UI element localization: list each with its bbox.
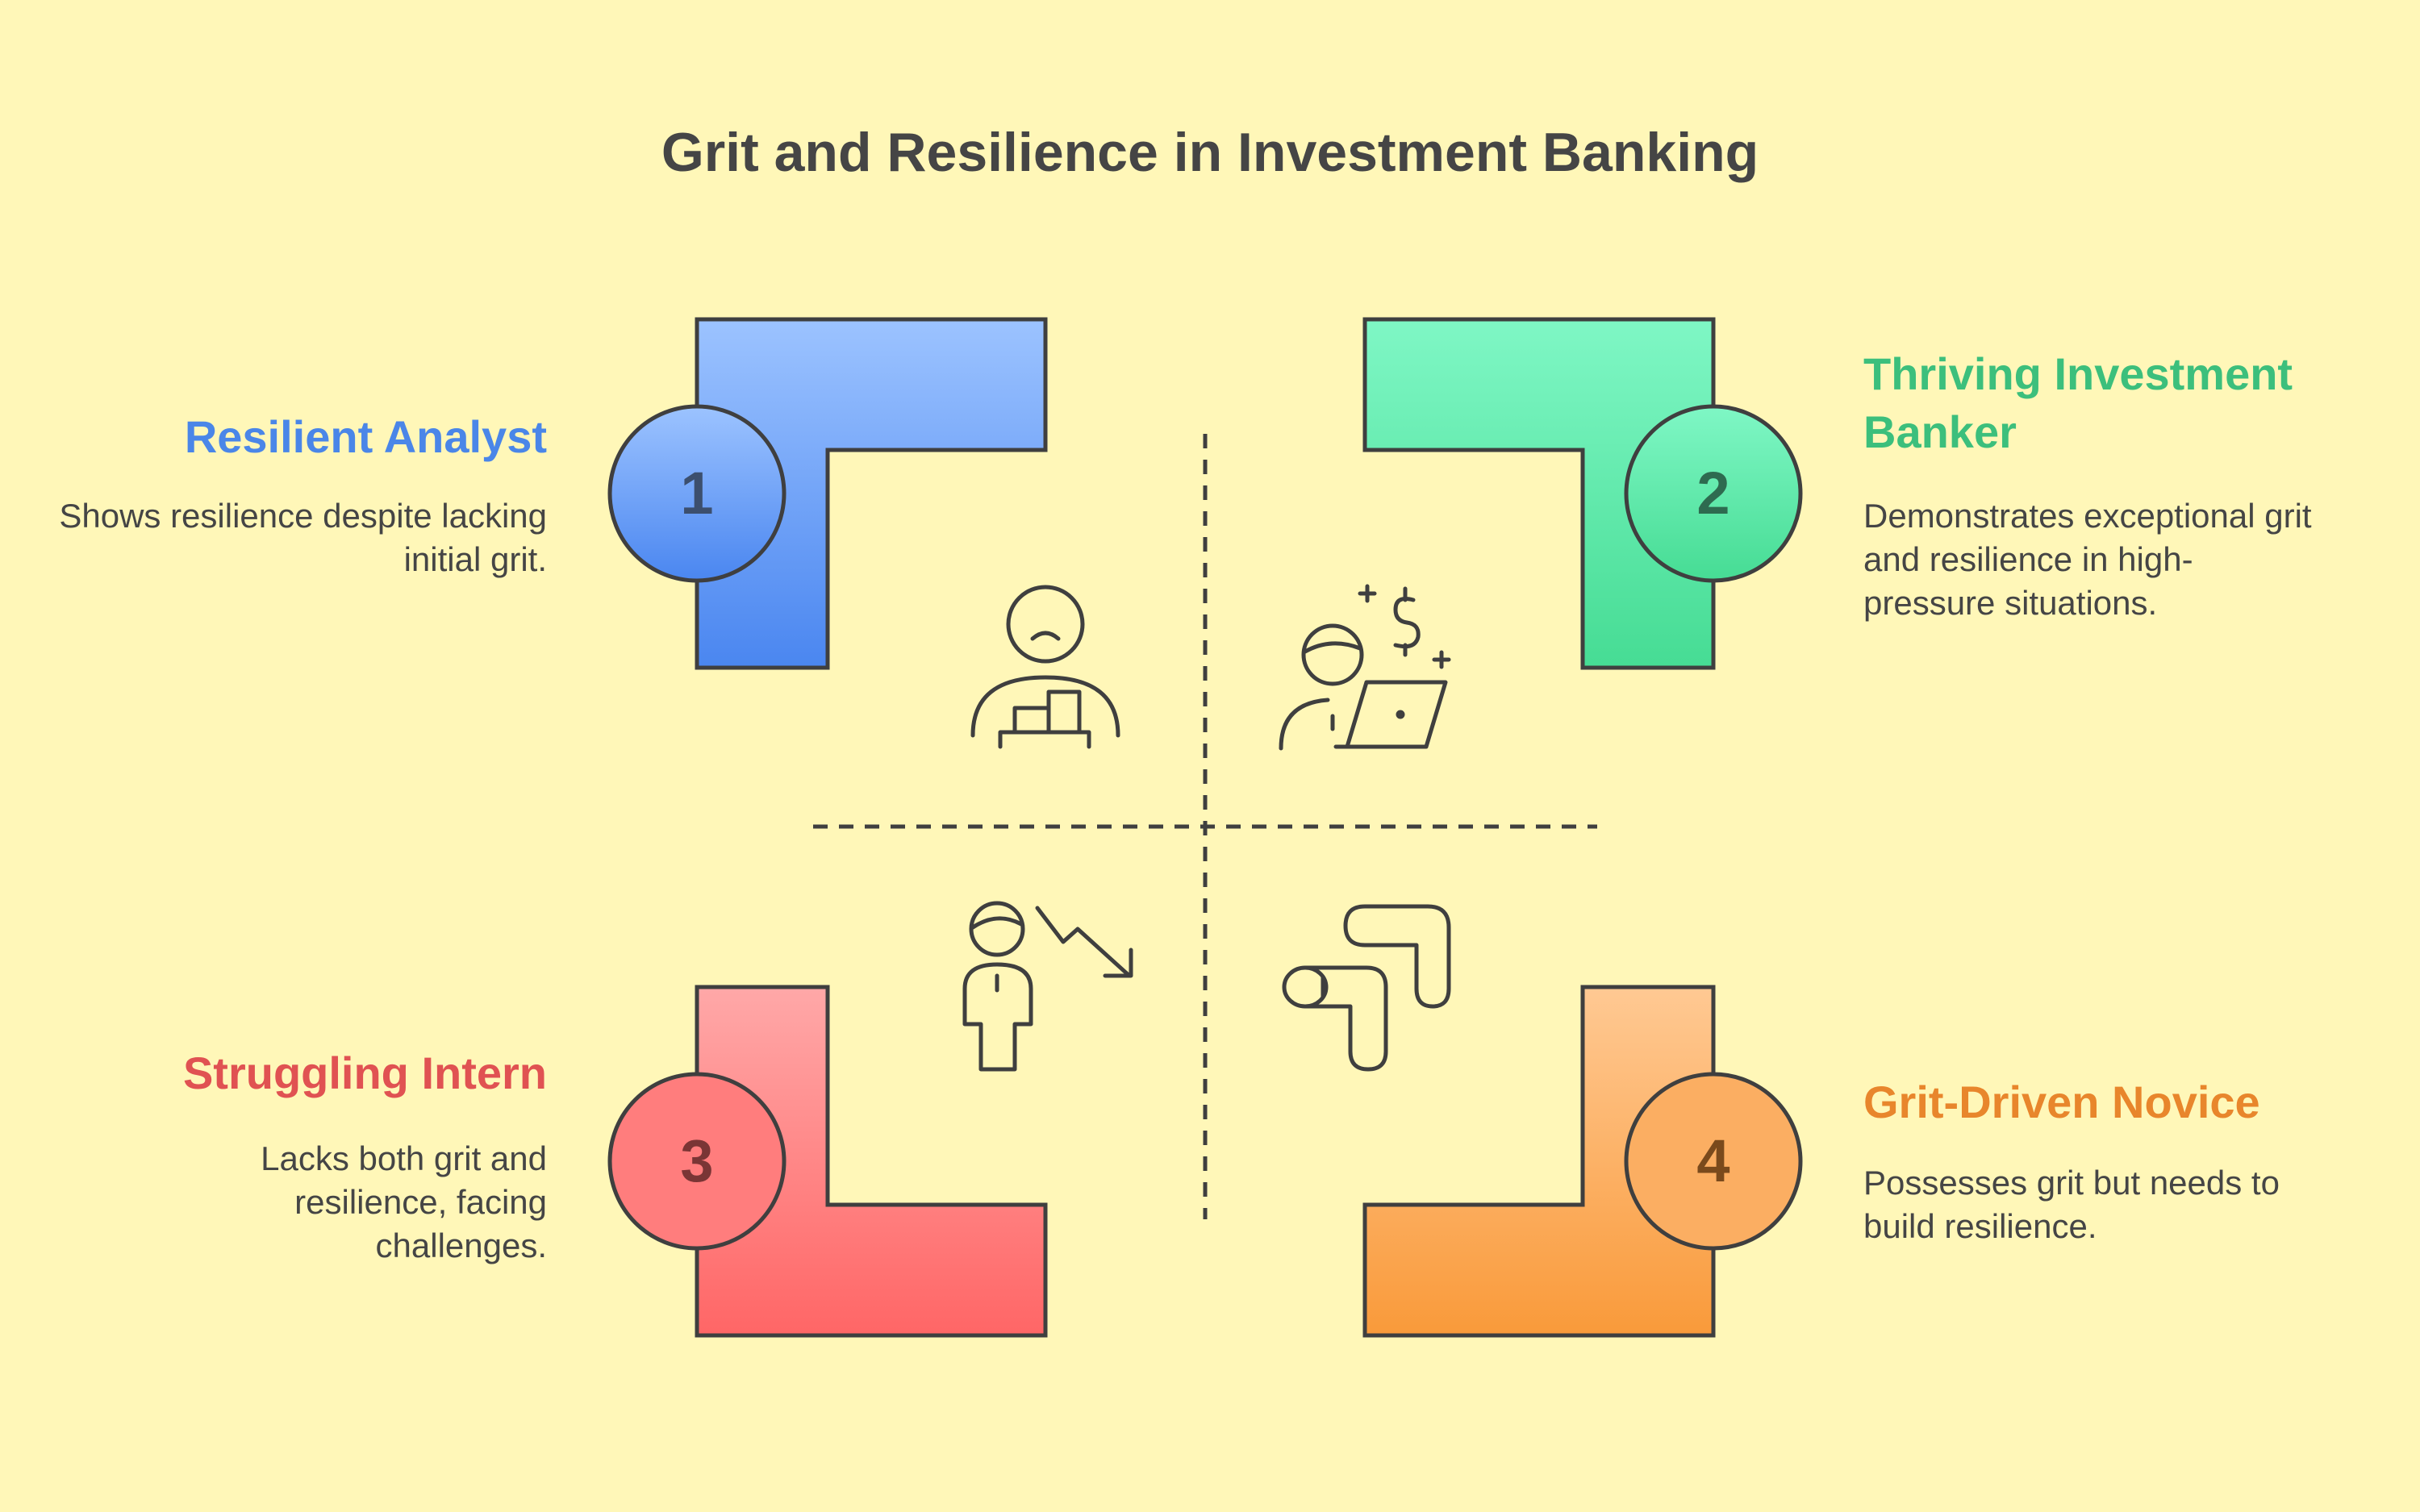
quadrant-1-description: Shows resilience despite lacking initial…: [59, 497, 547, 578]
quadrant-2-description: Demonstrates exceptional grit and resili…: [1863, 497, 2312, 622]
quadrant-4-title: Grit-Driven Novice: [1863, 1077, 2260, 1127]
quadrant-1-shape: [695, 317, 1048, 670]
quadrant-1-badge: [607, 404, 786, 583]
quadrant-2-shape: [1362, 317, 1716, 670]
person-with-declining-arrow-icon: [962, 901, 1133, 1072]
quadrant-2-badge: [1624, 404, 1803, 583]
quadrant-1-title: Resilient Analyst: [184, 411, 547, 462]
quadrant-4-description: Possesses grit but needs to build resili…: [1863, 1164, 2280, 1245]
quadrant-1-number: 1: [680, 460, 713, 527]
quadrant-4-shape: [1362, 985, 1716, 1338]
person-frowning-with-chart-icon: [970, 585, 1120, 749]
quadrant-3-shape: [695, 985, 1048, 1338]
quadrant-4-badge: [1624, 1072, 1803, 1251]
quadrant-3-description: Lacks both grit and resilience, facing c…: [261, 1139, 547, 1264]
diagram-title: Grit and Resilience in Investment Bankin…: [661, 122, 1759, 183]
quadrant-2-title: Thriving Investment Banker: [1863, 348, 2293, 457]
quadrant-3-number: 3: [680, 1127, 713, 1194]
quadrant-2-number: 2: [1696, 460, 1729, 527]
winding-path-icon: [1282, 904, 1451, 1072]
quadrant-3-badge: [607, 1072, 786, 1251]
person-with-laptop-and-dollar-icon: [1279, 584, 1451, 751]
quadrant-4-number: 4: [1696, 1127, 1729, 1194]
quadrant-3-title: Struggling Intern: [182, 1048, 547, 1098]
